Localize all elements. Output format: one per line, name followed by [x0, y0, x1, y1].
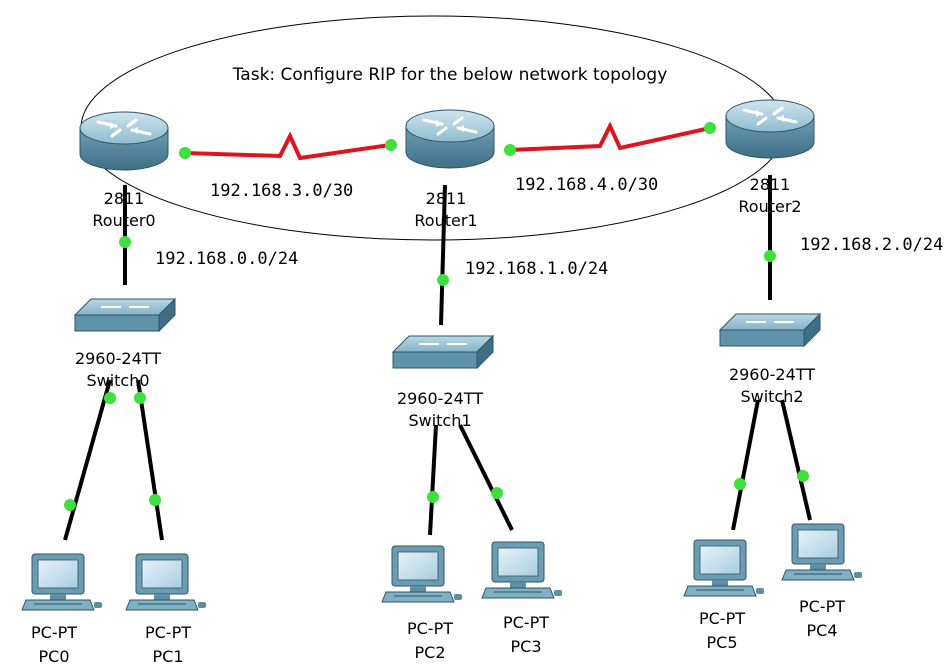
router-r1-model: 2811 — [426, 189, 467, 208]
pc-pc0-model: PC-PT — [31, 623, 77, 642]
port-dot — [427, 491, 439, 503]
router-r2[interactable] — [724, 98, 816, 160]
link-s1-pc3 — [458, 424, 514, 531]
pc-pc1-name: PC1 — [153, 647, 184, 666]
port-dot — [764, 250, 776, 262]
port-dot — [704, 122, 716, 134]
switch-s1-model: 2960-24TT — [397, 389, 483, 408]
link-s1-pc2 — [428, 424, 438, 536]
switch-s0-model: 2960-24TT — [75, 349, 161, 368]
router-r0-model: 2811 — [104, 189, 145, 208]
router-r0[interactable] — [78, 110, 170, 172]
link-s0-pc0 — [63, 379, 112, 541]
pc-pc3-name: PC3 — [511, 637, 542, 656]
port-dot — [385, 139, 397, 151]
pc-pc0-name: PC0 — [39, 647, 70, 666]
pc-pc2-model: PC-PT — [407, 619, 453, 638]
link-s0-pc1 — [136, 379, 164, 541]
pc-pc1[interactable] — [125, 553, 207, 611]
switch-s2[interactable] — [719, 313, 821, 347]
net-label-lan1: 192.168.1.0/24 — [465, 259, 608, 279]
port-dot — [797, 470, 809, 482]
pc-pc3-model: PC-PT — [503, 613, 549, 632]
port-dot — [119, 236, 131, 248]
net-label-lan0: 192.168.0.0/24 — [155, 249, 298, 269]
port-dot — [437, 274, 449, 286]
port-dot — [491, 487, 503, 499]
switch-s2-model: 2960-24TT — [729, 365, 815, 384]
serial-link-r0-r1 — [184, 131, 391, 161]
net-label-r1-r2: 192.168.4.0/30 — [515, 175, 658, 195]
pc-pc3[interactable] — [481, 541, 563, 599]
pc-pc5-model: PC-PT — [699, 609, 745, 628]
switch-s1[interactable] — [392, 335, 494, 369]
task-title: Task: Configure RIP for the below networ… — [232, 65, 668, 85]
pc-pc2-name: PC2 — [415, 643, 446, 662]
router-r1-name: Router1 — [414, 211, 477, 230]
router-r1[interactable] — [404, 108, 496, 170]
port-dot — [64, 499, 76, 511]
pc-pc5[interactable] — [683, 539, 765, 597]
pc-pc4[interactable] — [781, 523, 863, 581]
port-dot — [734, 478, 746, 490]
port-dot — [179, 147, 191, 159]
switch-s1-name: Switch1 — [408, 411, 471, 430]
pc-pc4-model: PC-PT — [799, 597, 845, 616]
serial-link-r1-r2 — [509, 121, 711, 152]
switch-s0-name: Switch0 — [86, 371, 149, 390]
port-dot — [134, 392, 146, 404]
pc-pc1-model: PC-PT — [145, 623, 191, 642]
port-dot — [504, 144, 516, 156]
pc-pc4-name: PC4 — [807, 621, 838, 640]
router-r2-model: 2811 — [750, 175, 791, 194]
net-label-r0-r1: 192.168.3.0/30 — [210, 181, 353, 201]
port-dot — [149, 494, 161, 506]
switch-s0[interactable] — [74, 298, 176, 332]
pc-pc5-name: PC5 — [707, 633, 738, 652]
link-s2-pc5 — [731, 399, 760, 531]
net-label-lan2: 192.168.2.0/24 — [800, 235, 943, 255]
pc-pc0[interactable] — [21, 553, 103, 611]
switch-s2-name: Switch2 — [740, 387, 803, 406]
link-s2-pc4 — [780, 399, 812, 521]
router-r0-name: Router0 — [92, 211, 155, 230]
pc-pc2[interactable] — [381, 545, 463, 603]
port-dot — [104, 392, 116, 404]
router-r2-name: Router2 — [738, 197, 801, 216]
link-r1-s1 — [439, 184, 447, 326]
